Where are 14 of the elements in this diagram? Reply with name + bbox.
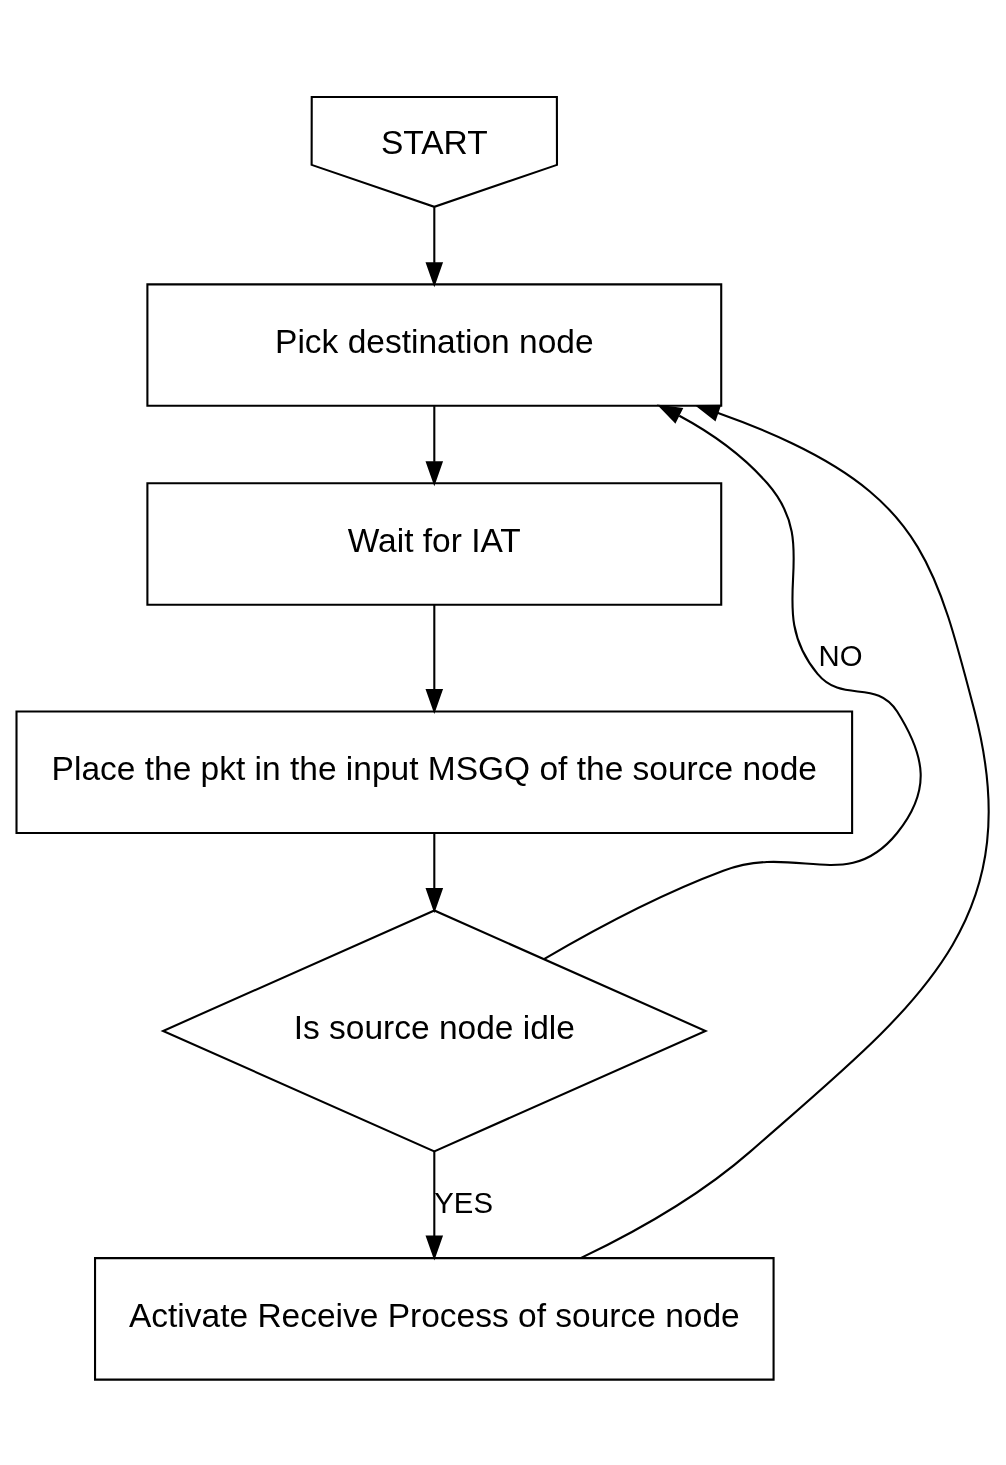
arrow (425, 406, 444, 487)
arrow (425, 605, 444, 715)
arrow (425, 1151, 444, 1261)
arrow (543, 404, 922, 960)
node-box: Activate Receive Process of source node (94, 1257, 775, 1381)
arrow (425, 207, 444, 288)
node-box: Pick destination node (146, 283, 723, 407)
edge-label: YES (434, 1185, 493, 1219)
arrow (580, 404, 990, 1259)
node-diamond: Is source node idle (160, 909, 709, 1153)
edge-label: NO (818, 638, 863, 672)
node-box: Wait for IAT (146, 482, 723, 606)
arrow (425, 833, 444, 914)
node-box: Place the pkt in the input MSGQ of the source node (15, 710, 854, 835)
